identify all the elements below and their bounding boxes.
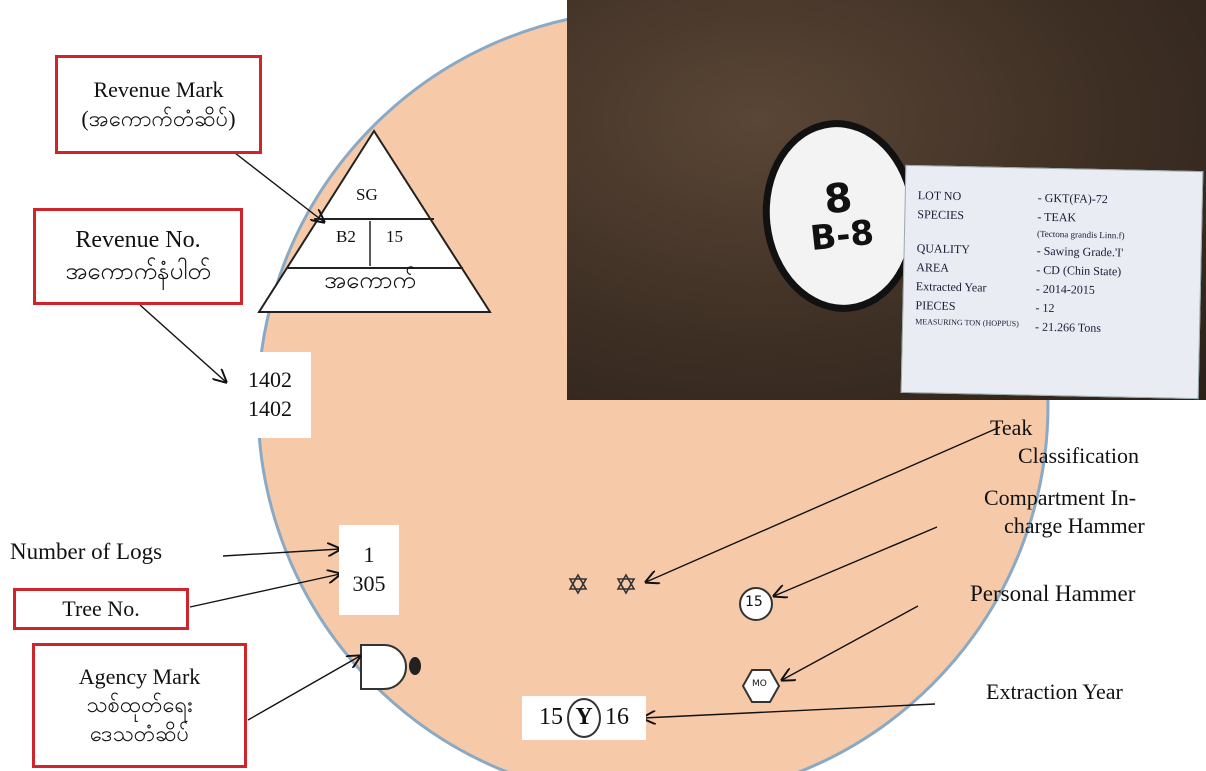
plaque-value: - Sawing Grade.'I' bbox=[1036, 244, 1200, 262]
compartment-hammer-value: 15 bbox=[745, 594, 763, 612]
revenue-mark-label-en: Revenue Mark bbox=[93, 76, 223, 105]
agency-mark-symbol bbox=[361, 645, 406, 689]
teak-label-line2: Classification bbox=[1018, 442, 1139, 470]
plaque-row: AREA- CD (Chin State) bbox=[916, 260, 1200, 281]
plaque-value: (Tectona grandis Linn.f) bbox=[1037, 229, 1201, 244]
plaque-key: MEASURING TON (HOPPUS) bbox=[915, 317, 1035, 335]
disc-bottom-text: B-8 bbox=[809, 216, 876, 256]
plaque-key: LOT NO bbox=[918, 188, 1038, 206]
number-of-logs-label: Number of Logs bbox=[10, 538, 162, 567]
triangle-middle-right-text: 15 bbox=[386, 226, 403, 247]
compartment-label-line2: charge Hammer bbox=[1004, 512, 1145, 540]
revenue-no-label-en: Revenue No. bbox=[75, 225, 200, 256]
log-count: 1 bbox=[364, 541, 375, 570]
agency-mark-label: Agency Mark သစ်ထုတ်ရေး ဒေသတံဆိပ် bbox=[32, 643, 247, 768]
plaque-row: MEASURING TON (HOPPUS)- 21.266 Tons bbox=[915, 317, 1199, 338]
tree-no-label: Tree No. bbox=[13, 588, 189, 630]
plaque-value: - TEAK bbox=[1037, 210, 1201, 228]
plaque-row: SPECIES- TEAK bbox=[917, 207, 1201, 228]
plaque-value: - 2014-2015 bbox=[1036, 282, 1200, 300]
revenue-number-1: 1402 bbox=[248, 366, 292, 395]
extraction-year-right: 16 bbox=[605, 702, 629, 733]
agency-mark-label-en: Agency Mark bbox=[79, 663, 201, 692]
plaque-row: Extracted Year- 2014-2015 bbox=[916, 279, 1200, 300]
painted-disc: 8 B-8 bbox=[753, 112, 926, 319]
plaque-value: - GKT(FA)-72 bbox=[1038, 191, 1202, 209]
plaque-key: QUALITY bbox=[917, 241, 1037, 259]
plaque-row: QUALITY- Sawing Grade.'I' bbox=[917, 241, 1201, 262]
revenue-number-2: 1402 bbox=[248, 395, 292, 424]
compartment-label-line1: Compartment In- bbox=[984, 484, 1145, 512]
extraction-year-left: 15 bbox=[539, 702, 563, 733]
triangle-bottom-text: အကောက် bbox=[324, 266, 416, 296]
plaque-key: Extracted Year bbox=[916, 279, 1036, 297]
triangle-middle-left-text: B2 bbox=[336, 226, 356, 247]
plaque-value: - CD (Chin State) bbox=[1036, 263, 1200, 281]
tree-no-label-text: Tree No. bbox=[62, 595, 139, 624]
personal-hammer-value: MO bbox=[752, 679, 767, 690]
plaque-row: (Tectona grandis Linn.f) bbox=[917, 226, 1201, 243]
revenue-number-box: 1402 1402 bbox=[229, 352, 311, 438]
plaque-row: LOT NO- GKT(FA)-72 bbox=[918, 188, 1202, 209]
plaque-row: PIECES- 12 bbox=[915, 298, 1199, 319]
plaque-key: AREA bbox=[916, 260, 1036, 278]
revenue-no-label-my: အကောက်နံပါတ် bbox=[65, 257, 211, 288]
agency-mark-dot bbox=[409, 657, 421, 675]
plaque-key bbox=[917, 226, 1037, 240]
compartment-hammer-label: Compartment In- charge Hammer bbox=[984, 484, 1145, 539]
revenue-mark-label: Revenue Mark (အကောက်တံဆိပ်) bbox=[55, 55, 262, 154]
personal-hammer-label: Personal Hammer bbox=[970, 580, 1135, 609]
teak-classification-label: Teak Classification bbox=[990, 414, 1139, 469]
plaque-value: - 12 bbox=[1035, 301, 1199, 319]
extraction-year-box: 15 Y 16 bbox=[522, 696, 646, 740]
plaque-key: PIECES bbox=[915, 298, 1035, 316]
plaque-value: - 21.266 Tons bbox=[1035, 320, 1199, 338]
triangle-top-text: SG bbox=[356, 184, 378, 205]
plaque-key: SPECIES bbox=[917, 207, 1037, 225]
extraction-year-label: Extraction Year bbox=[986, 678, 1123, 706]
revenue-mark-label-my: (အကောက်တံဆိပ်) bbox=[81, 105, 235, 134]
tree-number: 305 bbox=[353, 570, 386, 599]
revenue-no-label: Revenue No. အကောက်နံပါတ် bbox=[33, 208, 243, 305]
extraction-year-middle: Y bbox=[567, 698, 601, 738]
agency-mark-label-my2: ဒေသတံဆိပ် bbox=[90, 720, 189, 749]
agency-mark-label-my1: သစ်ထုတ်ရေး bbox=[86, 691, 193, 720]
teak-label-line1: Teak bbox=[990, 414, 1139, 442]
log-tree-box: 1 305 bbox=[339, 525, 399, 615]
